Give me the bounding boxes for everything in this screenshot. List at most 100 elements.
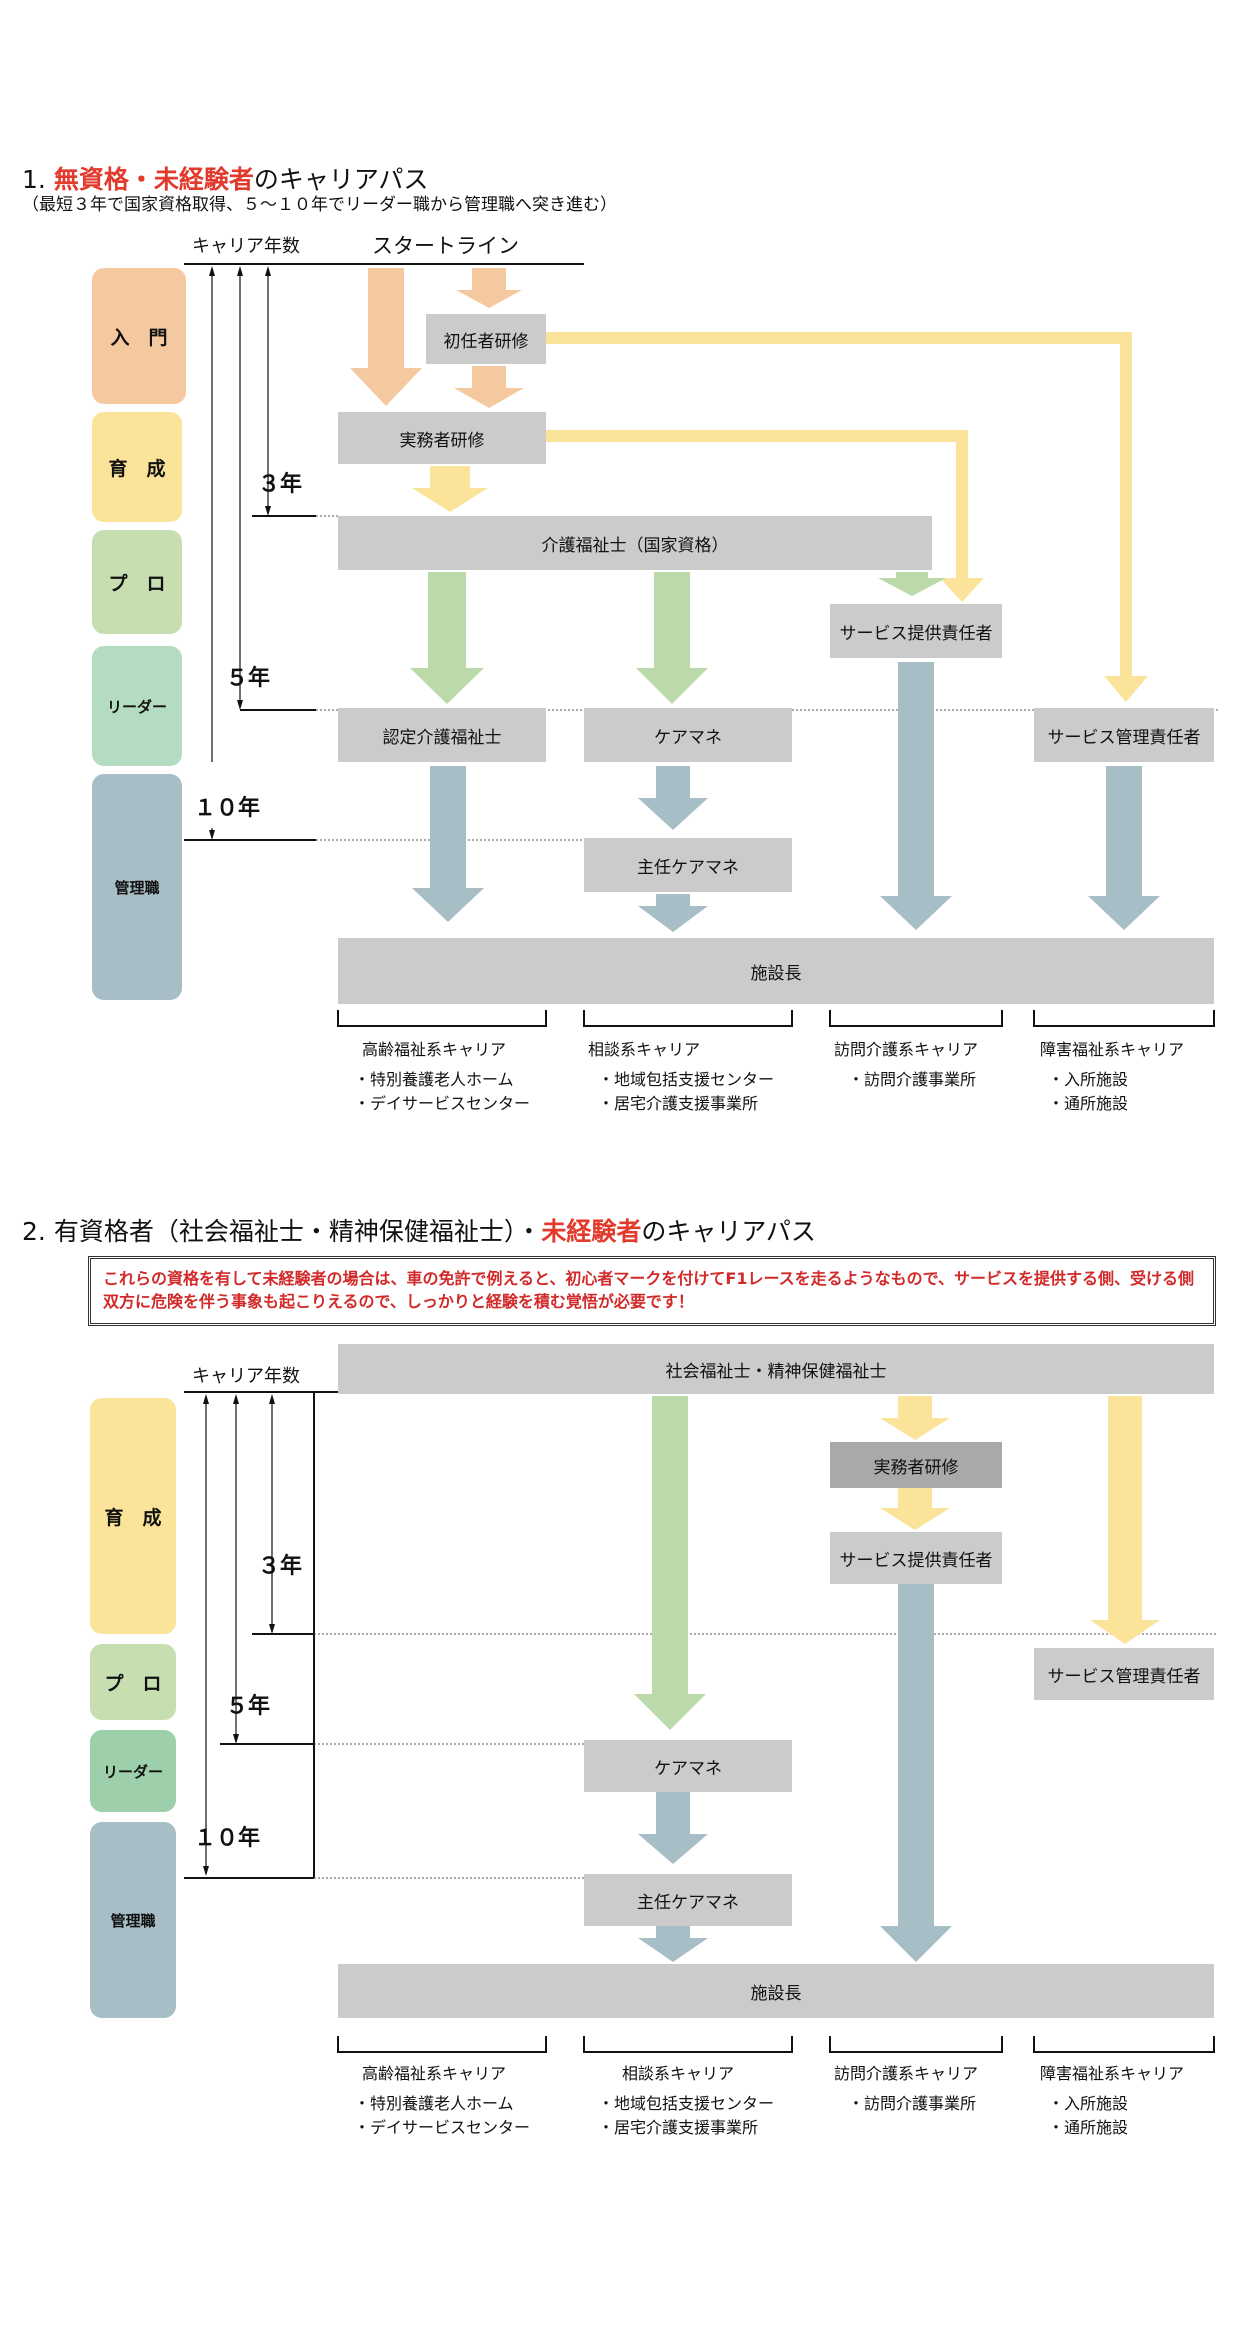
career-title: 訪問介護系キャリア xyxy=(834,1040,979,1059)
career-item: ・特別養護老人ホーム xyxy=(354,1070,514,1089)
section2-title-rest: のキャリアパス xyxy=(641,1217,816,1246)
box-caremane: ケアマネ xyxy=(584,708,792,762)
box-jitsumusha-kenshu: 実務者研修 xyxy=(338,412,546,464)
arrow-blue-s2-shunin xyxy=(638,1926,708,1962)
career-title: 高齢福祉系キャリア xyxy=(362,1040,507,1059)
career-item: ・デイサービスセンター xyxy=(354,1094,531,1113)
section2-career-koureifukushi: 高齢福祉系キャリア ・特別養護老人ホーム ・デイサービスセンター xyxy=(354,2060,530,2138)
box-s2-service-kanri-sekininsha: サービス管理責任者 xyxy=(1034,1648,1214,1700)
arrow-yellow-s2-mid xyxy=(880,1486,950,1530)
arrow-green-caremane xyxy=(636,572,708,704)
arrow-blue-s2-teikyo xyxy=(880,1584,952,1962)
bracket-shougai xyxy=(1033,1010,1215,1027)
arrow-green-nintei xyxy=(410,572,484,704)
section1-diagram xyxy=(184,263,1218,1027)
arrow-blue-s2-caremane xyxy=(638,1792,708,1864)
box-shisetsucho: 施設長 xyxy=(338,938,1214,1004)
section1-title: 1. 無資格・未経験者のキャリアパス xyxy=(22,160,428,196)
section1-career-shougai: 障害福祉系キャリア ・入所施設 ・通所施設 xyxy=(1040,1036,1184,1114)
career-item: ・訪問介護事業所 xyxy=(848,1070,977,1089)
section1-career-koureifukushi: 高齢福祉系キャリア ・特別養護老人ホーム ・デイサービスセンター xyxy=(354,1036,530,1114)
section2-stage-manager: 管理職 xyxy=(90,1822,176,2018)
arrow-yellow-s2-kanri xyxy=(1090,1396,1160,1644)
box-s2-jitsumusha-kenshu: 実務者研修 xyxy=(830,1442,1002,1488)
arrow-blue-kanri xyxy=(1088,766,1160,930)
box-shunin-caremane: 主任ケアマネ xyxy=(584,838,792,892)
section1-subtitle: （最短３年で国家資格取得、５～１０年でリーダー職から管理職へ突き進む） xyxy=(22,195,617,215)
section1-year-3: ３年 xyxy=(258,472,303,497)
arrow-blue-teikyo xyxy=(880,662,952,930)
career-item: ・入所施設 xyxy=(1048,1070,1129,1089)
section2-year-3: ３年 xyxy=(258,1554,303,1579)
box-kaigofukushishi: 介護福祉士（国家資格） xyxy=(338,516,932,570)
section2-career-shougai: 障害福祉系キャリア ・入所施設 ・通所施設 xyxy=(1040,2060,1184,2138)
section1-stage-training: 育 成 xyxy=(92,412,182,522)
arrow-orange-start-left xyxy=(350,268,422,406)
career-item: ・デイサービスセンター xyxy=(354,2118,531,2137)
arrow-blue-caremane xyxy=(638,766,708,830)
career-title: 相談系キャリア xyxy=(588,1040,701,1059)
career-title: 高齢福祉系キャリア xyxy=(362,2064,507,2083)
arrow-green-teikyo xyxy=(878,572,946,596)
career-item: ・入所施設 xyxy=(1048,2094,1129,2113)
arrow-blue-nintei xyxy=(412,766,484,922)
bracket-soudan xyxy=(583,1010,793,1027)
section1-title-num: 1. xyxy=(22,165,46,194)
career-title: 障害福祉系キャリア xyxy=(1040,2064,1185,2083)
section2-career-soudan: 相談系キャリア ・地域包括支援センター ・居宅介護支援事業所 xyxy=(598,2060,774,2138)
section1-stage-pro: プ ロ xyxy=(92,530,182,634)
career-title: 障害福祉系キャリア xyxy=(1040,1040,1185,1059)
section2-stage-leader: リーダー xyxy=(90,1730,176,1812)
section1-year-5: ５年 xyxy=(226,666,271,691)
section1-stage-manager: 管理職 xyxy=(92,774,182,1000)
section2-title: 2. 有資格者（社会福祉士・精神保健福祉士）・未経験者のキャリアパス xyxy=(22,1212,816,1248)
bracket-houmon xyxy=(829,1010,1003,1027)
box-s2-service-teikyo-sekininsha: サービス提供責任者 xyxy=(830,1532,1002,1584)
arrow-yellow-jitsumusha xyxy=(412,466,488,512)
career-title: 相談系キャリア xyxy=(622,2064,735,2083)
section2-title-pre: 有資格者（社会福祉士・精神保健福祉士）・ xyxy=(53,1217,542,1246)
career-item: ・居宅介護支援事業所 xyxy=(598,2118,759,2137)
section1-stage-leader: リーダー xyxy=(92,646,182,766)
box-s2-shisetsucho: 施設長 xyxy=(338,1964,1214,2018)
arrow-yellow-s2-top xyxy=(880,1396,950,1440)
section1-start-line: スタートライン xyxy=(372,234,519,258)
section2-year-10: １０年 xyxy=(194,1826,261,1851)
career-title: 訪問介護系キャリア xyxy=(834,2064,979,2083)
box-shakai-seishin-fukushishi: 社会福祉士・精神保健福祉士 xyxy=(338,1344,1214,1394)
arrow-orange-start-right xyxy=(456,268,522,308)
section1-year-10: １０年 xyxy=(194,796,261,821)
box-s2-shunin-caremane: 主任ケアマネ xyxy=(584,1874,792,1926)
box-service-kanri-sekininsha: サービス管理責任者 xyxy=(1034,708,1214,762)
box-service-teikyo-sekininsha: サービス提供責任者 xyxy=(830,604,1002,658)
arrow-yellow-to-teikyo xyxy=(546,430,968,582)
arrow-green-s2 xyxy=(634,1396,706,1730)
arrow-orange-shoninsha xyxy=(454,366,524,408)
section1-career-soudan: 相談系キャリア ・地域包括支援センター ・居宅介護支援事業所 xyxy=(588,1036,774,1114)
career-item: ・通所施設 xyxy=(1048,1094,1129,1113)
section2-note: これらの資格を有して未経験者の場合は、車の免許で例えると、初心者マークを付けてF… xyxy=(88,1256,1216,1326)
section2-title-num: 2. xyxy=(22,1217,46,1246)
career-item: ・地域包括支援センター xyxy=(598,1070,775,1089)
career-item: ・訪問介護事業所 xyxy=(848,2094,977,2113)
section1-col-years: キャリア年数 xyxy=(192,236,300,257)
arrow-yellow-to-kanri xyxy=(546,332,1132,680)
section2-stage-training: 育 成 xyxy=(90,1398,176,1634)
arrow-blue-shunin xyxy=(638,894,708,932)
section1-title-highlight: 無資格・未経験者 xyxy=(53,165,254,194)
section2-stage-pro: プ ロ xyxy=(90,1644,176,1720)
section1-career-houmon: 訪問介護系キャリア ・訪問介護事業所 xyxy=(834,1036,978,1090)
box-s2-caremane: ケアマネ xyxy=(584,1740,792,1792)
section1-title-rest: のキャリアパス xyxy=(253,165,429,194)
box-shoninsha-kenshu: 初任者研修 xyxy=(426,314,546,364)
section2-col-years: キャリア年数 xyxy=(192,1366,300,1387)
bracket-koureifukushi xyxy=(337,1010,547,1027)
section2-career-houmon: 訪問介護系キャリア ・訪問介護事業所 xyxy=(834,2060,978,2114)
section2-year-5: ５年 xyxy=(226,1694,271,1719)
career-item: ・特別養護老人ホーム xyxy=(354,2094,514,2113)
box-nintei-kaigofukushishi: 認定介護福祉士 xyxy=(338,708,546,762)
career-item: ・地域包括支援センター xyxy=(598,2094,775,2113)
career-item: ・居宅介護支援事業所 xyxy=(598,1094,759,1113)
section2-title-highlight: 未経験者 xyxy=(541,1217,642,1246)
